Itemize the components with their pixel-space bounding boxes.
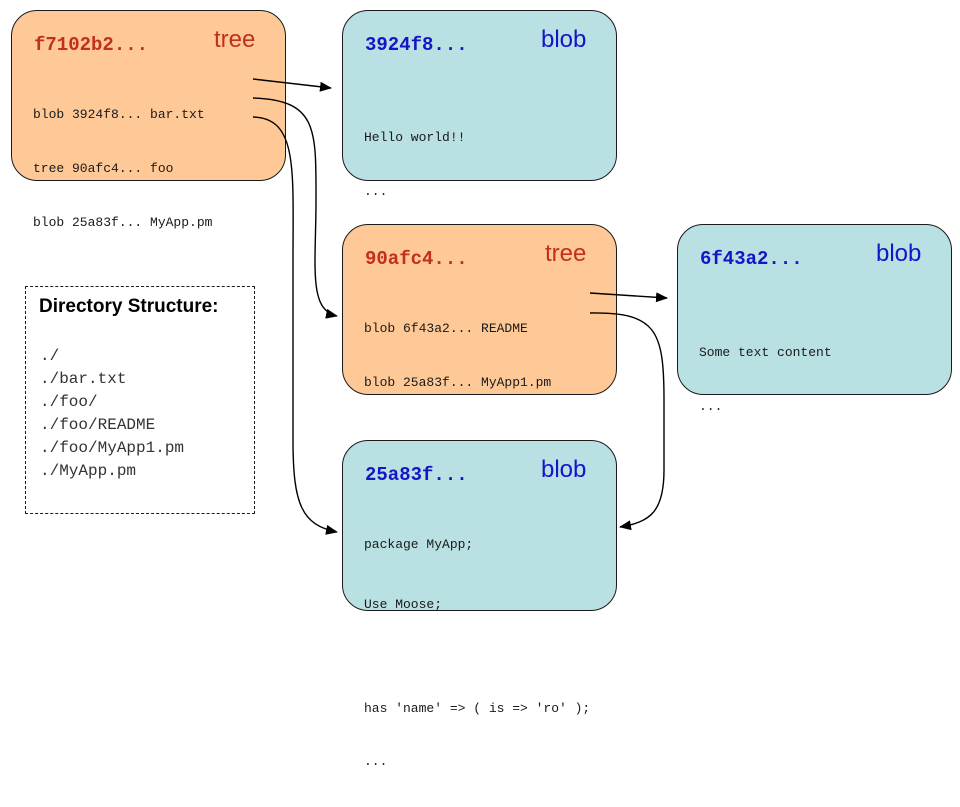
blob-node-readme: 6f43a2... blob Some text content ... — [677, 224, 952, 414]
node-content: Hello world!! ... — [364, 93, 465, 237]
legend-path: ./foo/ — [40, 393, 98, 411]
content-line: package MyApp; — [364, 537, 474, 552]
tree-node-foo: 90afc4... tree blob 6f43a2... README blo… — [342, 224, 617, 395]
content-line: Hello world!! — [364, 130, 466, 145]
tree-entry: blob 3924f8... bar.txt — [33, 107, 205, 122]
tree-entry: blob 25a83f... MyApp.pm — [33, 215, 213, 230]
legend-path: ./foo/MyApp1.pm — [40, 439, 185, 457]
node-content: Some text content ... — [699, 308, 832, 452]
node-content: package MyApp; Use Moose; has 'name' => … — [364, 500, 590, 807]
node-hash: 25a83f... — [365, 464, 468, 486]
tree-entry: blob 25a83f... MyApp1.pm — [364, 375, 552, 390]
tree-entry: tree 90afc4... foo — [33, 161, 174, 176]
content-line — [364, 650, 590, 664]
node-hash: 6f43a2... — [700, 248, 803, 270]
content-line: ... — [699, 399, 723, 414]
content-line: has 'name' => ( is => 'ro' ); — [364, 701, 591, 716]
content-line: ... — [364, 184, 388, 199]
node-hash: 90afc4... — [365, 248, 468, 270]
node-kind: tree — [214, 26, 256, 53]
content-line: Use Moose; — [364, 597, 443, 612]
legend-path: ./MyApp.pm — [40, 462, 137, 480]
node-entries: blob 3924f8... bar.txt tree 90afc4... fo… — [33, 70, 212, 268]
blob-node-myapp: 25a83f... blob package MyApp; Use Moose;… — [342, 440, 617, 769]
node-kind: tree — [545, 240, 587, 267]
tree-entry: blob 6f43a2... README — [364, 321, 528, 336]
legend-path: ./ — [40, 347, 60, 365]
node-kind: blob — [541, 26, 587, 53]
legend-path: ./foo/README — [40, 416, 156, 434]
node-entries: blob 6f43a2... README blob 25a83f... MyA… — [364, 284, 551, 428]
node-hash: 3924f8... — [365, 34, 468, 56]
node-hash: f7102b2... — [34, 34, 149, 56]
content-line: Some text content — [699, 345, 832, 360]
blob-node-bar: 3924f8... blob Hello world!! ... — [342, 10, 617, 199]
node-kind: blob — [876, 240, 922, 267]
legend-path: ./bar.txt — [40, 370, 127, 388]
tree-node-root: f7102b2... tree blob 3924f8... bar.txt t… — [11, 10, 286, 230]
legend-path-list: ./ ./bar.txt ./foo/ ./foo/README ./foo/M… — [40, 345, 184, 483]
node-kind: blob — [541, 456, 587, 483]
legend-title: Directory Structure: — [39, 296, 219, 317]
content-line: ... — [364, 754, 388, 769]
directory-structure-legend: Directory Structure: ./ ./bar.txt ./foo/… — [25, 286, 255, 514]
